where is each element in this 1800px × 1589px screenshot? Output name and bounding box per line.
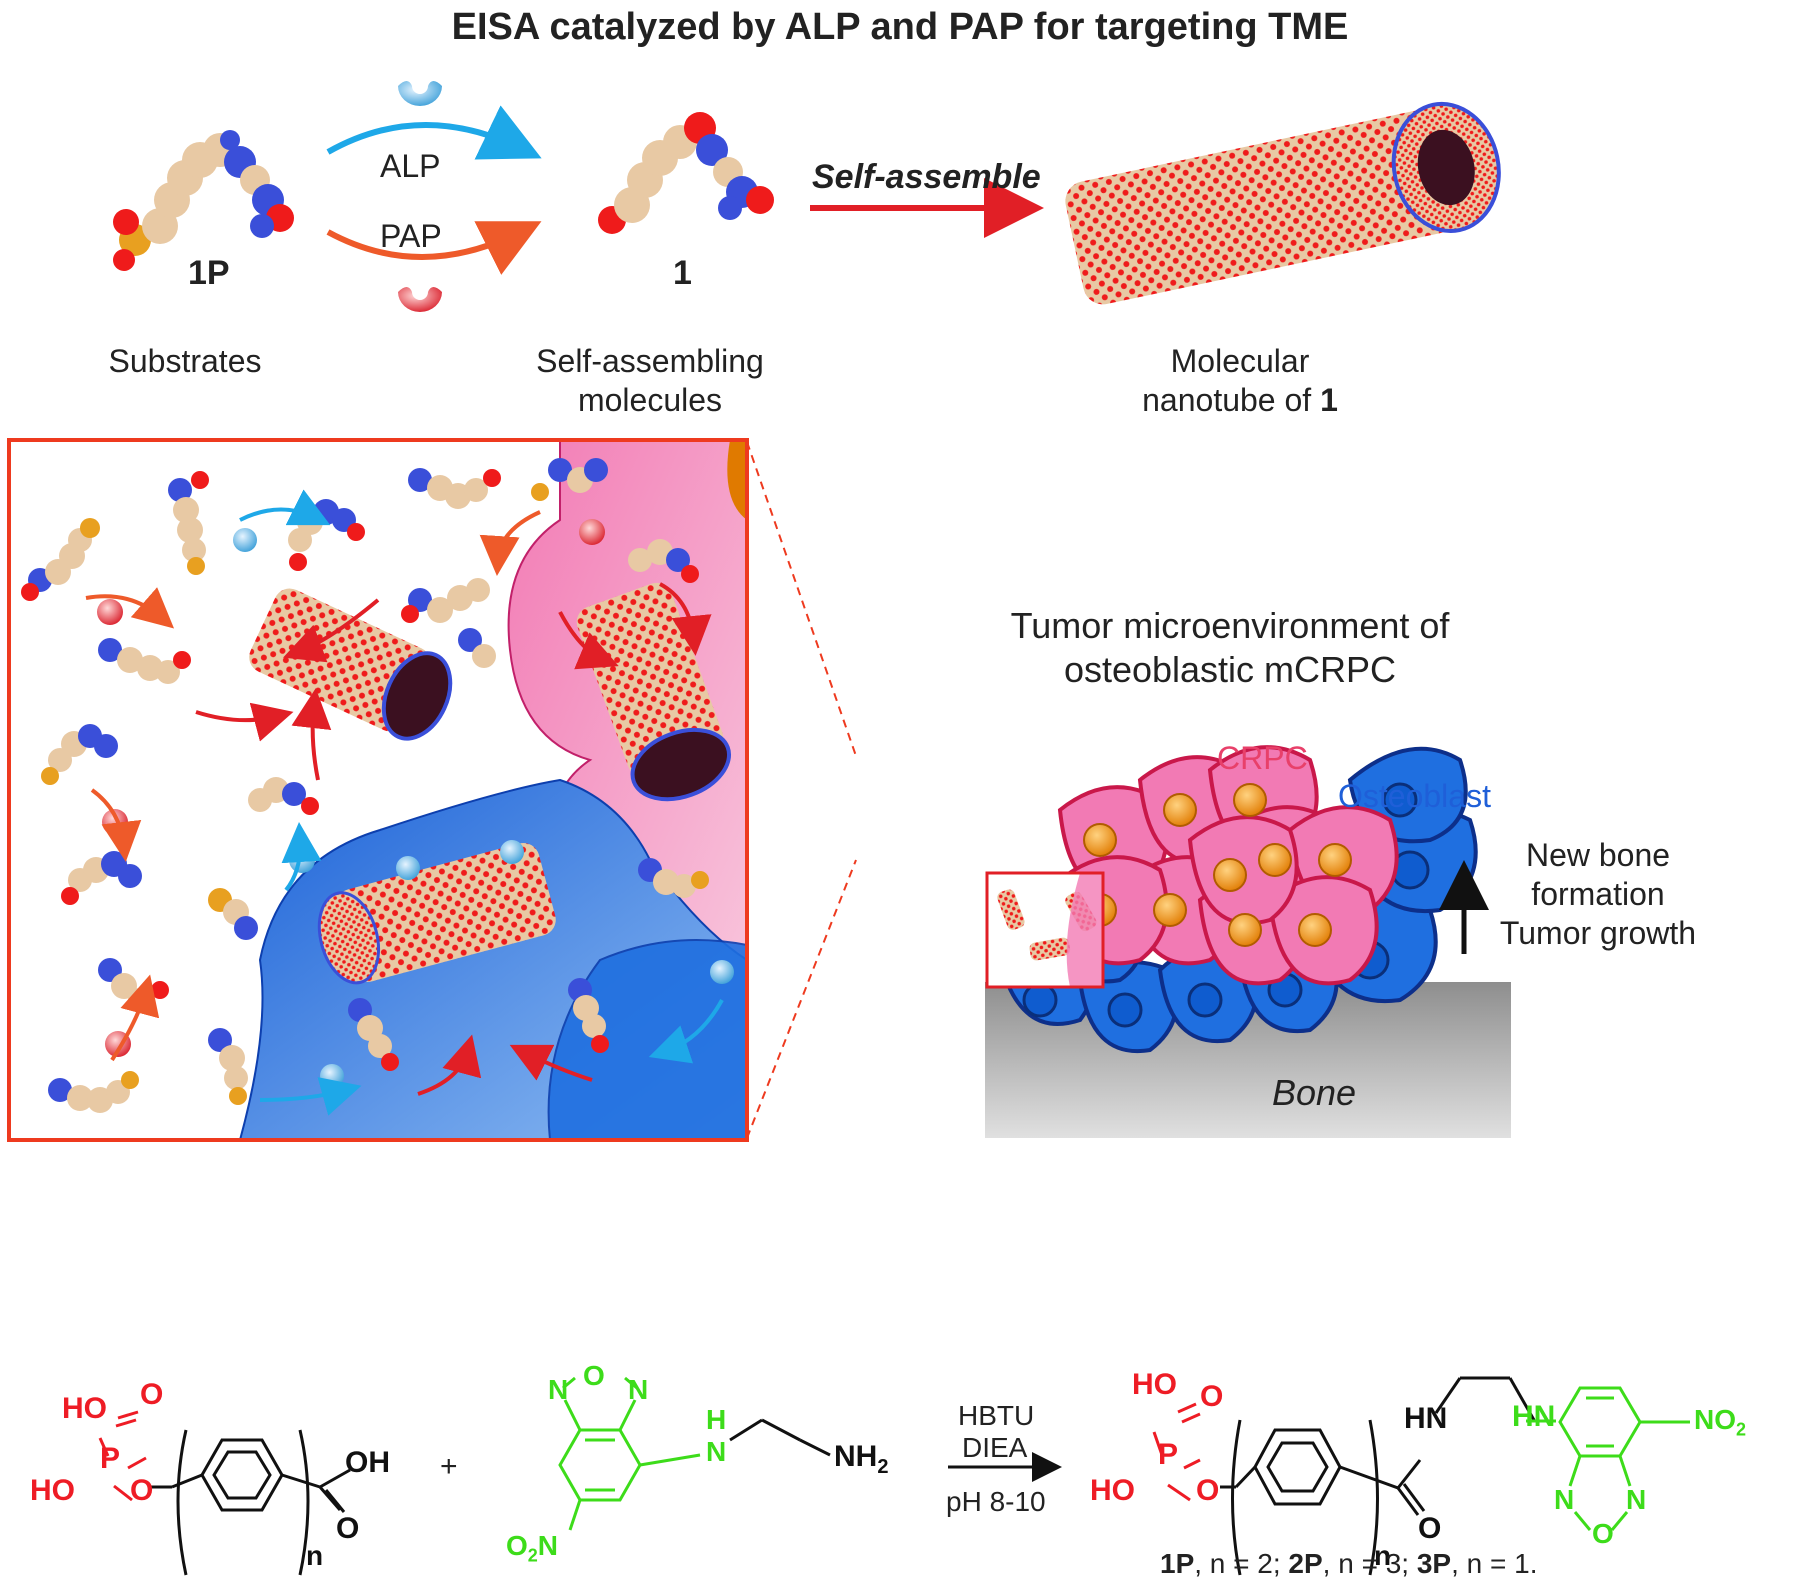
caption-nanotube-line1: Molecular <box>1170 343 1310 379</box>
prod-ho-top: HO <box>1132 1368 1177 1401</box>
prod-n-subscript: n <box>1374 1540 1392 1571</box>
legend-3p-rest: , n = 1. <box>1451 1548 1538 1579</box>
reagent-hbtu: HBTU <box>958 1400 1035 1431</box>
caption-self-assembling-line1: Self-assembling <box>536 343 764 379</box>
crpc-nuclei <box>1083 783 1352 947</box>
prod-hn-nbd: HN <box>1512 1400 1556 1433</box>
prod-hn-amide: HN <box>1404 1402 1448 1435</box>
legend-1p-rest: , n = 2; <box>1194 1548 1289 1579</box>
legend-2p-rest: , n = 3; <box>1322 1548 1417 1579</box>
prod-no2-sub: 2 <box>1736 1419 1747 1440</box>
nbd-nh-n: N <box>706 1436 727 1467</box>
caption-nanotube-line2: nanotube of 1 <box>1100 381 1380 420</box>
reaction-structures <box>98 1376 1690 1576</box>
tme-title-line1: Tumor microenvironment of <box>1010 605 1450 646</box>
tme-effect-line2: formation <box>1531 876 1665 913</box>
nucleus-corner <box>727 440 747 520</box>
prod-nbd-o: O <box>1592 1518 1614 1549</box>
tme-title: Tumor microenvironment of osteoblastic m… <box>930 604 1530 692</box>
pap-label: PAP <box>380 218 442 254</box>
nbd-o: O <box>583 1360 605 1391</box>
r1-oh-acid: OH <box>345 1446 390 1479</box>
prod-o-double: O <box>1200 1380 1224 1413</box>
compound-1-label: 1 <box>673 254 692 292</box>
legend-3p: 3P <box>1416 1548 1452 1579</box>
zoom-panel-border <box>7 438 749 1142</box>
nbd-amine-sub: 2 <box>877 1456 889 1478</box>
compound-legend: 1P, n = 2; 2P, n = 3; 3P, n = 1. <box>1160 1548 1538 1580</box>
caption-self-assembling-line2: molecules <box>577 382 723 419</box>
tme-title-line2: osteoblastic mCRPC <box>1063 648 1397 690</box>
r1-p-atom: P <box>100 1442 121 1475</box>
prod-no2: NO2 <box>1694 1404 1746 1441</box>
prod-p-atom: P <box>1158 1438 1179 1471</box>
zoom-line-bottom <box>746 859 857 1139</box>
nanotube-large <box>1065 101 1501 305</box>
bone-label: Bone <box>1272 1072 1357 1113</box>
zoom-panel <box>7 438 749 1142</box>
pap-arrow <box>326 221 542 275</box>
r1-o-double: O <box>140 1378 164 1411</box>
tme-effect-line3: Tumor growth <box>1499 915 1697 952</box>
nanotube-zoom-2 <box>576 582 732 802</box>
r1-o-acid: O <box>336 1512 360 1545</box>
molecule-1p <box>113 130 294 271</box>
nbd-amine-nh: NH <box>834 1440 878 1473</box>
prod-o-link: O <box>1196 1474 1220 1507</box>
tme-inset <box>985 871 1105 989</box>
prod-nbd-n2: N <box>1626 1484 1647 1515</box>
caption-self-assembling: Self-assembling molecules <box>520 342 780 420</box>
legend-2p: 2P <box>1288 1548 1323 1579</box>
zoom-line-top <box>746 441 857 757</box>
nbd-n2: N <box>628 1374 649 1405</box>
figure-title: EISA catalyzed by ALP and PAP for target… <box>451 6 1349 48</box>
caption-nanotube: Molecular nanotube of 1 <box>1100 342 1380 420</box>
nbd-no2-o: O <box>506 1530 528 1561</box>
r1-n-subscript: n <box>306 1540 324 1571</box>
r1-o-link: O <box>130 1474 154 1507</box>
nbd-no2-n: N <box>537 1530 559 1561</box>
pap-enzyme-icon <box>398 287 442 312</box>
nbd-no2: O2N <box>506 1530 558 1567</box>
compound-1p-label: 1P <box>188 254 230 292</box>
molecule-1 <box>598 112 774 234</box>
prod-nbd-n1: N <box>1554 1484 1575 1515</box>
alp-arrow <box>326 105 542 160</box>
nbd-nh-h: H <box>706 1404 727 1435</box>
alp-label: ALP <box>380 148 441 184</box>
tme-effect-line1: New bone <box>1525 837 1671 873</box>
caption-substrates: Substrates <box>108 343 262 379</box>
reagent-diea: DIEA <box>962 1432 1028 1463</box>
self-assemble-label: Self-assemble <box>812 158 1041 196</box>
osteoblast-label: Osteoblast <box>1338 778 1491 814</box>
nbd-amine: NH2 <box>834 1440 888 1479</box>
alp-enzyme-icon <box>398 81 442 106</box>
r1-ho-top: HO <box>62 1392 107 1425</box>
r1-ho-bottom: HO <box>30 1474 75 1507</box>
prod-o-amide: O <box>1418 1512 1442 1545</box>
tme-effects: New bone formation Tumor growth <box>1478 836 1718 953</box>
prod-ho-bottom: HO <box>1090 1474 1135 1507</box>
crpc-label: CRPC <box>1217 740 1308 776</box>
prod-no2-text: NO <box>1694 1404 1736 1435</box>
reaction-condition: pH 8-10 <box>946 1486 1046 1517</box>
legend-1p: 1P <box>1160 1548 1195 1579</box>
nbd-n1: N <box>548 1374 569 1405</box>
nanotube-zoom-3 <box>317 842 556 985</box>
zoom-arrows <box>85 489 724 1116</box>
zoom-molecules <box>21 458 709 1113</box>
plus-sign: + <box>440 1450 458 1483</box>
nbd-no2-sub: 2 <box>527 1545 538 1566</box>
caption-nanotube-line2-bold: 1 <box>1320 382 1338 419</box>
nanotube-zoom-1 <box>249 588 453 741</box>
caption-nanotube-line2-prefix: nanotube of <box>1142 382 1321 419</box>
